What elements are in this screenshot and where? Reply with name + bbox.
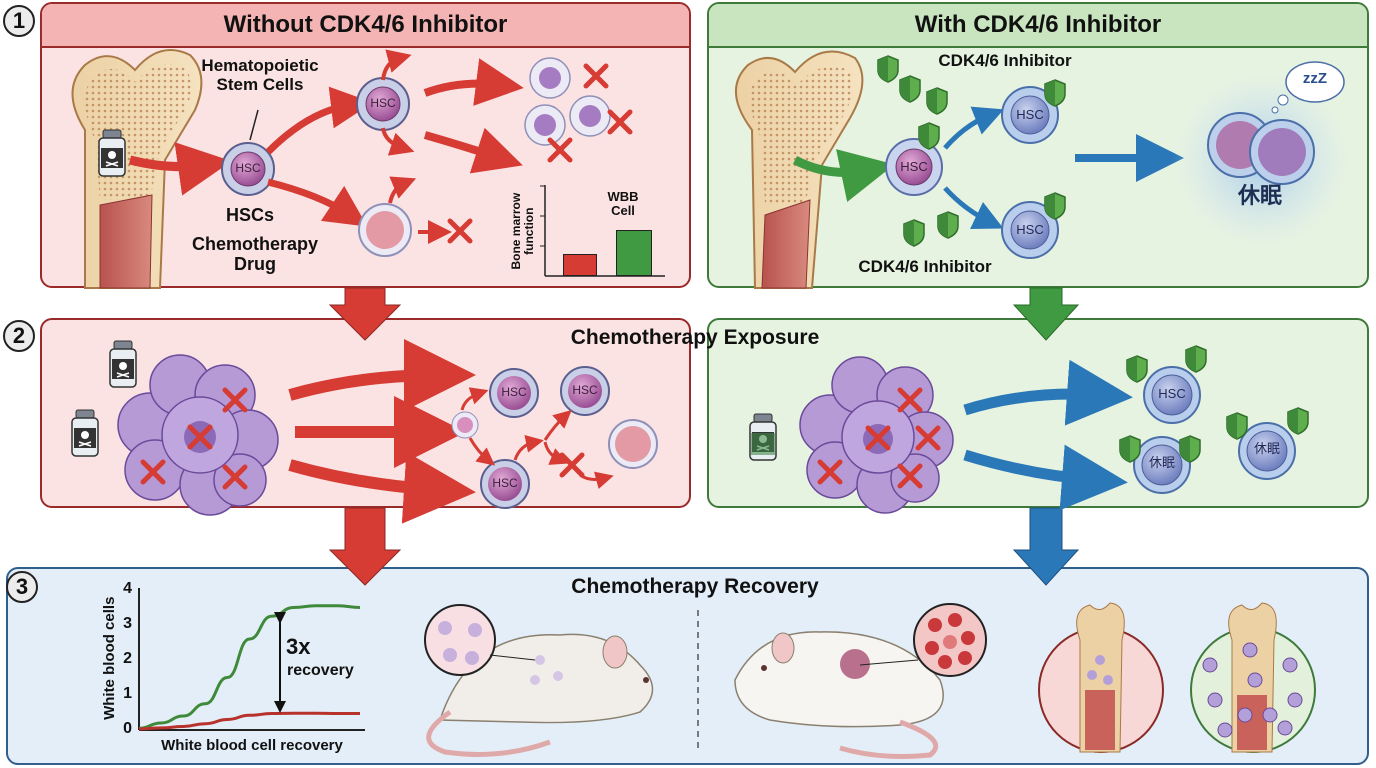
dormant-label: 休眠 (1237, 184, 1282, 209)
panel-title-chemotherapy-exposure: Chemotherapy Exposure (570, 326, 820, 349)
panel-with-inhibitor: With CDK4/6 Inhibitor (707, 2, 1369, 288)
hsc-label: HSC (492, 476, 518, 490)
label-hematopoietic-stem-cells: Hematopoietic Stem Cells (190, 56, 330, 94)
hsc-label: HSC (235, 161, 261, 175)
line-chart-ylabel: White blood cells (100, 596, 118, 720)
panel-without-inhibitor: Without CDK4/6 Inhibitor (40, 2, 691, 288)
label-hscs: HSCs (225, 205, 274, 225)
dormant-label: 休眠 (1253, 442, 1280, 457)
line-chart-xlabel: White blood cell recovery (161, 737, 343, 754)
step-2-badge: 2 (3, 320, 35, 352)
label-line: Chemotherapy (191, 234, 319, 254)
label-line: Cell (611, 203, 635, 219)
label-chemotherapy-drug: Chemotherapy Drug (190, 234, 320, 275)
step-3-badge: 3 (6, 571, 38, 603)
line-chart-ytick-label: 0 (123, 720, 132, 737)
line-chart-ytick-label: 3 (123, 615, 132, 632)
label-inhibitor-bottom: CDK4/6 Inhibitor (858, 257, 992, 276)
step-1-badge: 1 (3, 5, 35, 37)
panel-title-chemotherapy-recovery: Chemotherapy Recovery (571, 575, 819, 598)
panel-title-without-inhibitor: Without CDK4/6 Inhibitor (42, 4, 689, 48)
hsc-label: HSC (1016, 222, 1044, 237)
line-chart-ytick-label: 1 (123, 685, 132, 702)
bar-chart-ylabel: Bone marrow function (509, 176, 536, 286)
hsc-label: HSC (572, 383, 598, 397)
bar-with-inhibitor (616, 229, 652, 276)
line-chart-ytick-label: 2 (123, 650, 132, 667)
hsc-label: HSC (1158, 386, 1186, 401)
dormant-label: 休眠 (1148, 456, 1175, 471)
label-line: Hematopoietic (201, 56, 319, 75)
bar-label-wbb-cell: WBB Cell (593, 189, 653, 219)
hsc-label: HSC (900, 159, 928, 174)
label-line: Stem Cells (216, 74, 304, 94)
panel-title-with-inhibitor: With CDK4/6 Inhibitor (709, 4, 1367, 48)
annotation-3x: 3x (286, 634, 311, 659)
label-inhibitor-top: CDK4/6 Inhibitor (938, 51, 1072, 70)
sleep-zzz-text: zzZ (1302, 70, 1328, 87)
bar-without-inhibitor (563, 253, 597, 276)
label-line: function (522, 207, 536, 255)
label-line: Drug (234, 253, 276, 274)
hsc-label: HSC (501, 385, 527, 399)
label-line: WBB (607, 189, 639, 204)
hsc-label: HSC (370, 96, 396, 110)
annotation-recovery: recovery (287, 662, 354, 679)
hsc-label: HSC (1016, 107, 1044, 122)
line-chart-ytick-label: 4 (123, 580, 132, 597)
